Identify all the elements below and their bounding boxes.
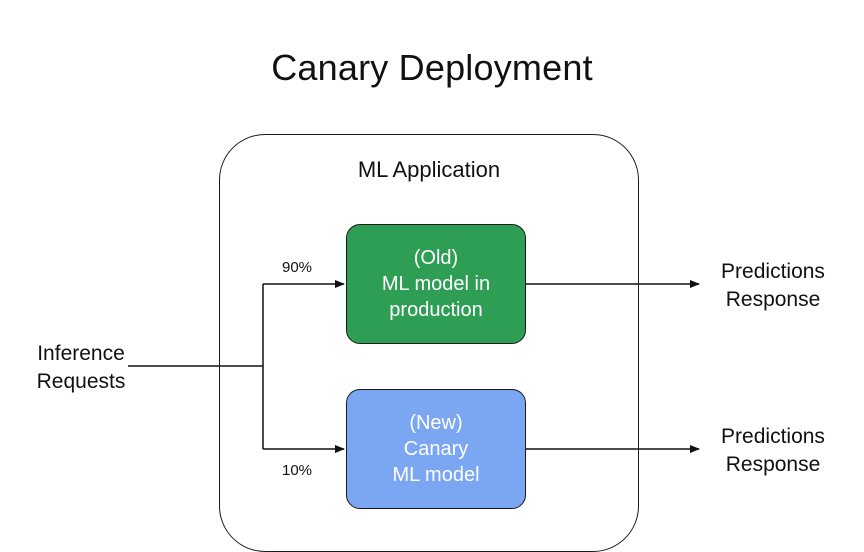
inference-requests-line2: Requests <box>36 370 126 393</box>
predictions-response-top-line1: Predictions <box>721 260 825 283</box>
canary-traffic-share-label: 10% <box>282 462 313 479</box>
predictions-response-bottom-line1: Predictions <box>721 425 825 448</box>
canary-model-label-line3: ML model <box>392 464 480 486</box>
canary-model-label-line2: Canary <box>403 438 469 460</box>
diagram-title: Canary Deployment <box>271 47 593 88</box>
canary-model-label-line1: (New) <box>409 412 463 434</box>
predictions-response-top-line2: Response <box>725 288 821 311</box>
inference-requests-label: Inference Requests <box>18 340 144 396</box>
canary-model-box: (New) Canary ML model <box>346 389 526 509</box>
old-traffic-share-label: 90% <box>282 259 313 276</box>
predictions-response-bottom: Predictions Response <box>700 423 846 479</box>
old-model-label-line3: production <box>389 299 483 321</box>
predictions-response-bottom-line2: Response <box>725 453 821 476</box>
inference-requests-line1: Inference <box>37 342 125 365</box>
predictions-response-top: Predictions Response <box>700 258 846 314</box>
old-model-box: (Old) ML model in production <box>346 224 526 344</box>
old-model-label-line1: (Old) <box>413 247 459 269</box>
ml-application-label: ML Application <box>357 157 501 182</box>
old-model-label-line2: ML model in <box>381 273 491 295</box>
